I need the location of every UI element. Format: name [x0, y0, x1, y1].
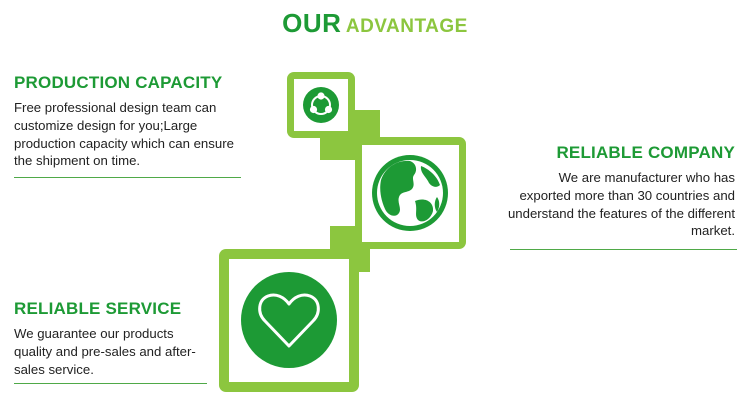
page-title: OUR ADVANTAGE [0, 8, 750, 39]
production-capacity-heading: PRODUCTION CAPACITY [14, 73, 223, 92]
heart-icon [241, 272, 337, 368]
reliable-company-divider [510, 249, 737, 251]
production-capacity-text: Free professional design team can custom… [14, 100, 234, 169]
production-capacity-divider [14, 177, 241, 179]
reliable-company-heading: RELIABLE COMPANY [556, 143, 735, 162]
globe-icon [372, 155, 448, 231]
reliable-service-block: RELIABLE SERVICE We guarantee our produc… [14, 299, 214, 385]
reliable-service-text: We guarantee our products quality and pr… [14, 326, 196, 377]
reliable-service-heading: RELIABLE SERVICE [14, 299, 182, 318]
title-word-our: OUR [282, 8, 342, 38]
title-word-advantage: ADVANTAGE [345, 16, 468, 37]
reliable-company-block: RELIABLE COMPANY We are manufacturer who… [505, 143, 737, 251]
share-network-icon [303, 87, 339, 123]
reliable-service-divider [14, 383, 207, 385]
production-capacity-block: PRODUCTION CAPACITY Free professional de… [14, 73, 246, 179]
reliable-company-text: We are manufacturer who has exported mor… [507, 170, 735, 239]
